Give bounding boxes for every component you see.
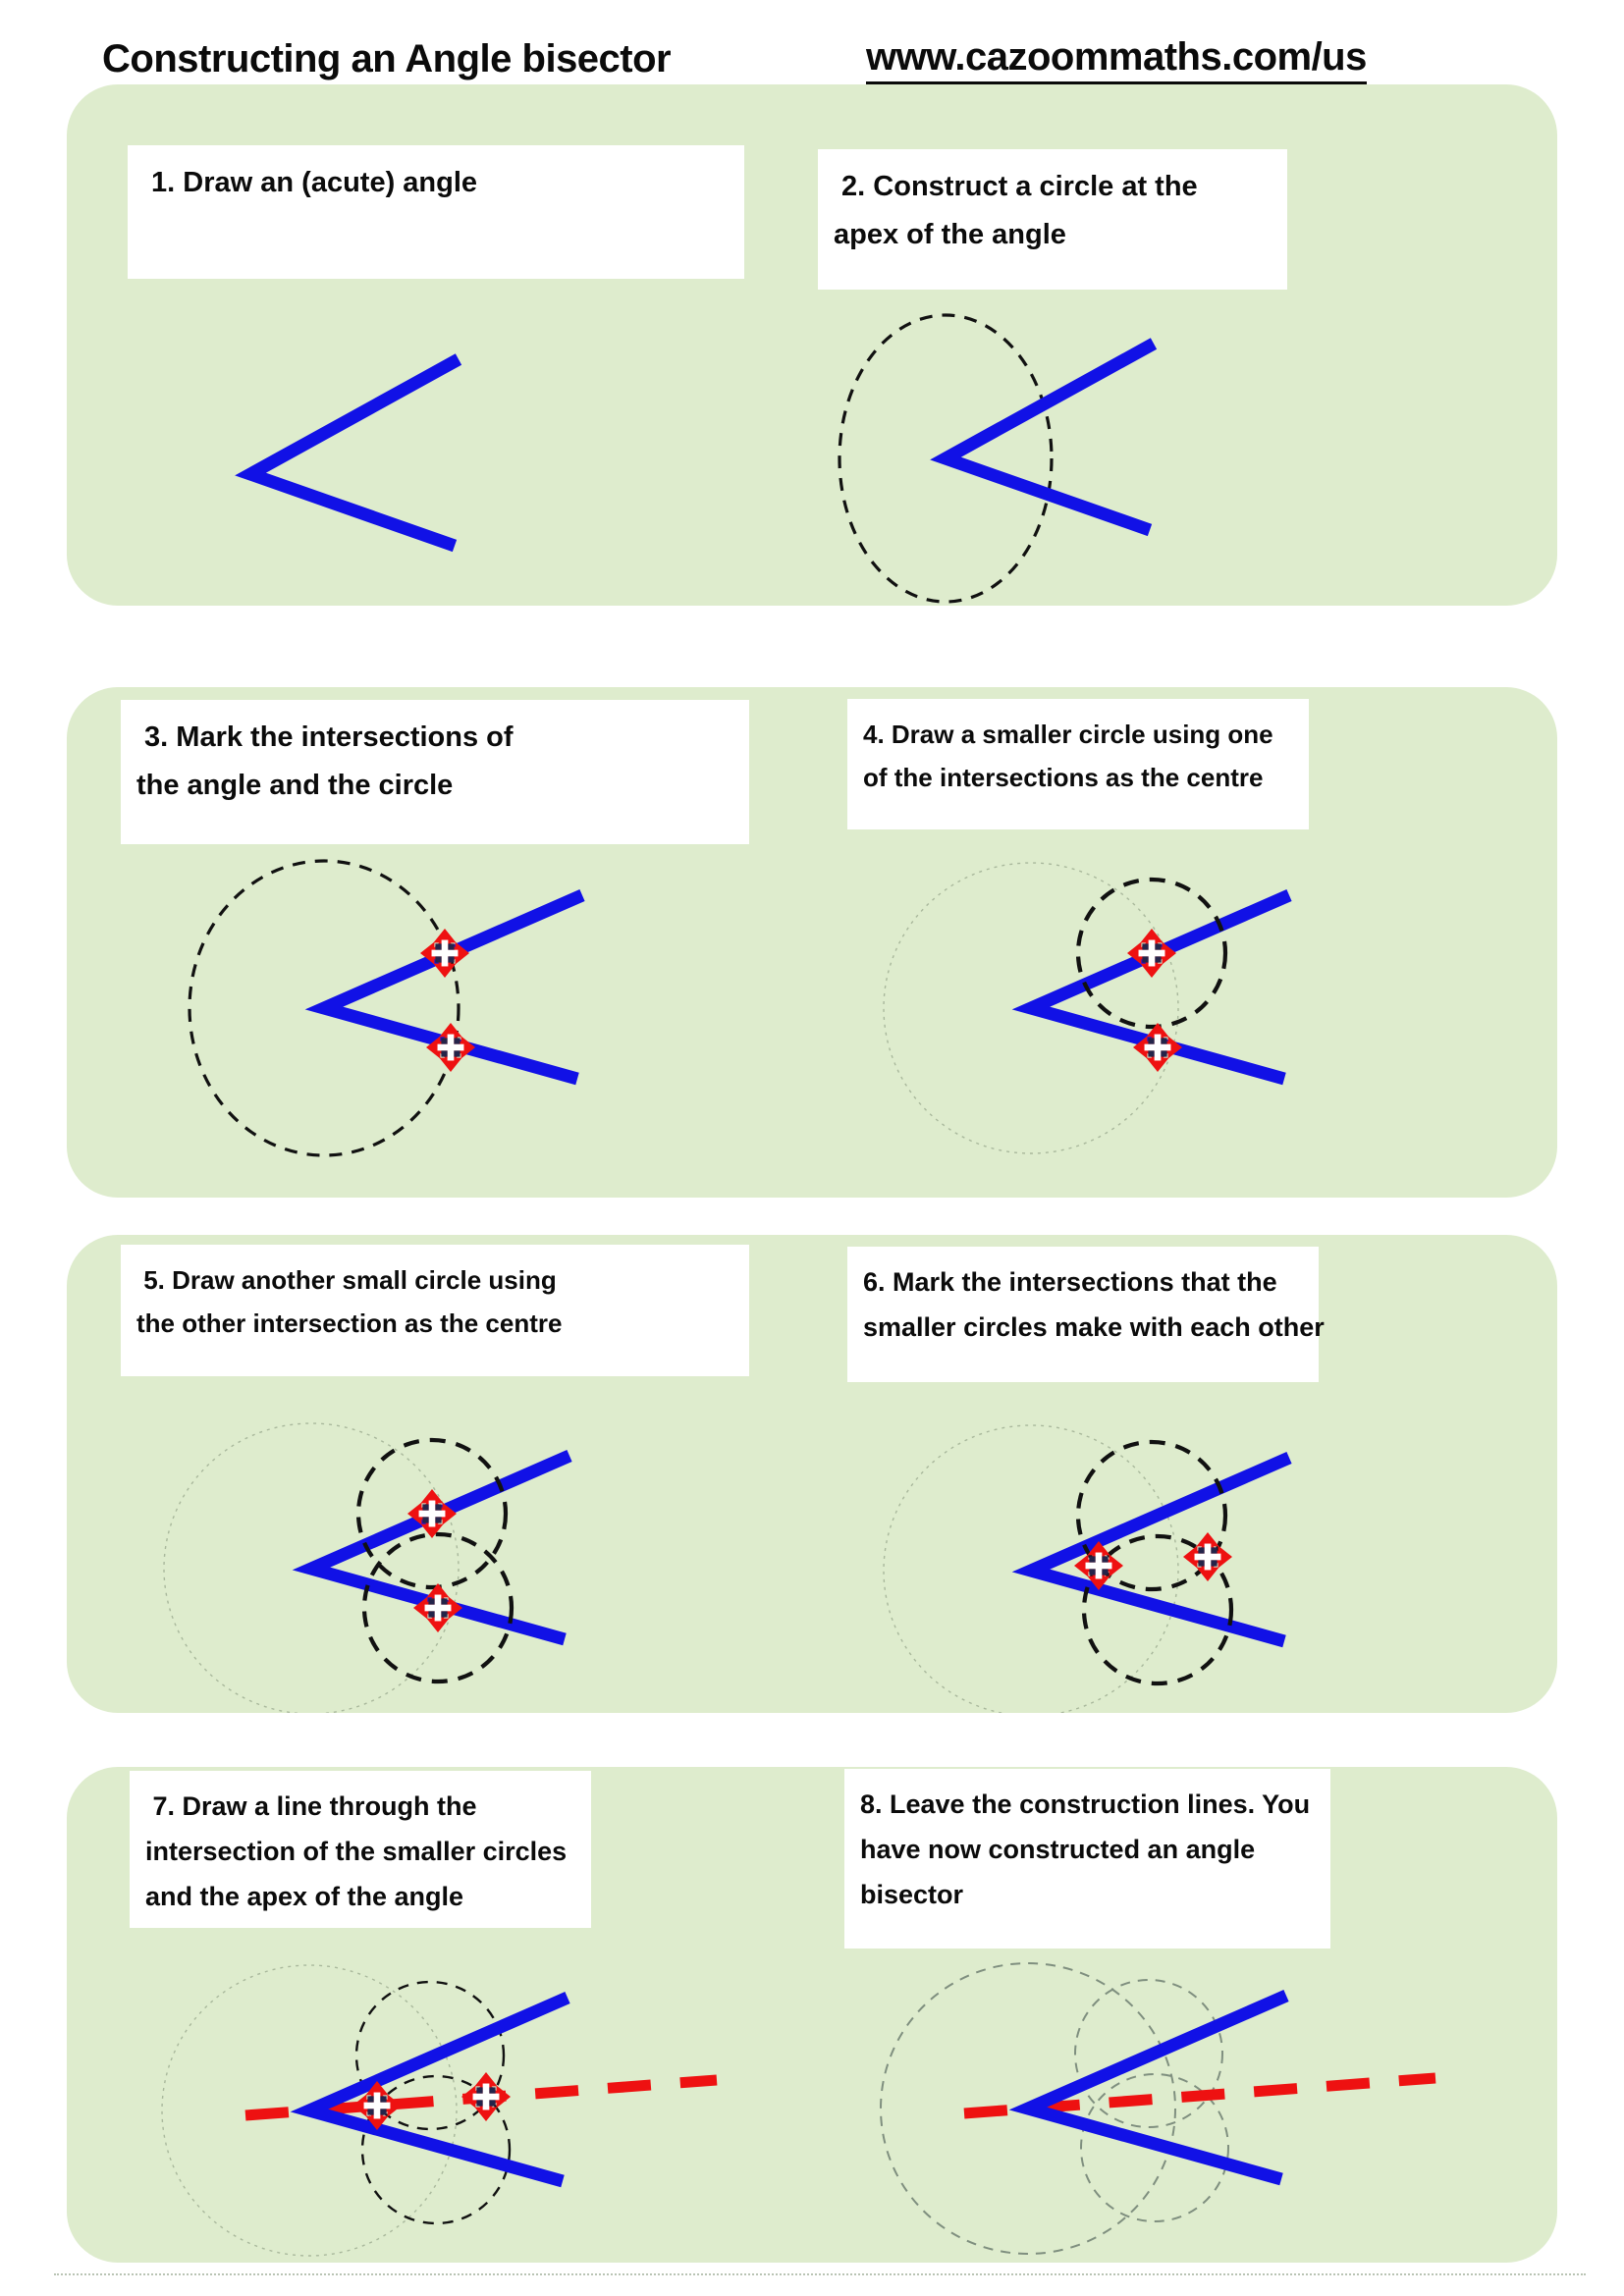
apex-circle bbox=[188, 859, 460, 1157]
step-8-instruction: 8. Leave the construction lines. You hav… bbox=[844, 1769, 1330, 1949]
angle-polyline bbox=[304, 889, 585, 1086]
angle-polyline bbox=[1011, 889, 1292, 1086]
apex-circle-faint bbox=[883, 862, 1179, 1154]
step-7-cell: 7. Draw a line through the intersection … bbox=[67, 1767, 812, 2263]
angle-polyline bbox=[292, 1450, 572, 1646]
intersection-marker-icon bbox=[420, 929, 469, 978]
small-circle-upper bbox=[1075, 1439, 1228, 1592]
apex-circle-faded bbox=[880, 1962, 1176, 2255]
intersection-marker-icon bbox=[461, 2072, 511, 2121]
step-4-cell: 4. Draw a smaller circle using one of th… bbox=[812, 687, 1557, 1198]
step-3-diagram bbox=[188, 859, 585, 1157]
small-circle-upper bbox=[355, 1437, 509, 1590]
intersection-marker-icon bbox=[1133, 1023, 1182, 1072]
apex-circle-faint bbox=[163, 1422, 460, 1713]
step-1-cell: 1. Draw an (acute) angle bbox=[67, 84, 812, 606]
step-5-diagram bbox=[163, 1422, 572, 1713]
step-5-instruction: 5. Draw another small circle using the o… bbox=[121, 1245, 749, 1376]
intersection-marker-icon bbox=[1127, 929, 1176, 978]
angle-polyline bbox=[930, 338, 1158, 537]
apex-circle-faint bbox=[883, 1424, 1179, 1713]
step-3-cell: 3. Mark the intersections of the angle a… bbox=[67, 687, 812, 1198]
angle-polyline bbox=[1011, 1452, 1292, 1648]
small-circle-upper-faded bbox=[1074, 1979, 1223, 2128]
intersection-marker-icon bbox=[1183, 1532, 1232, 1581]
panel-row-2: 3. Mark the intersections of the angle a… bbox=[67, 687, 1557, 1198]
angle-polyline bbox=[1008, 1990, 1289, 2186]
website-link[interactable]: www.cazoommaths.com/us bbox=[866, 35, 1367, 85]
panel-row-3: 5. Draw another small circle using the o… bbox=[67, 1235, 1557, 1713]
step-6-cell: 6. Mark the intersections that the small… bbox=[812, 1235, 1557, 1713]
page-title: Constructing an Angle bisector bbox=[102, 37, 672, 80]
small-circle-lower bbox=[1081, 1533, 1234, 1686]
intersection-marker-icon bbox=[407, 1489, 457, 1538]
small-circle-lower bbox=[361, 1531, 514, 1684]
step-2-instruction: 2. Construct a circle at the apex of the… bbox=[818, 149, 1287, 290]
apex-circle bbox=[838, 313, 1054, 604]
step-2-diagram bbox=[838, 313, 1158, 604]
small-circle-upper bbox=[354, 1980, 506, 2131]
step-7-diagram bbox=[161, 1964, 718, 2257]
small-circle-lower bbox=[360, 2074, 512, 2225]
step-8-diagram bbox=[880, 1962, 1436, 2255]
page-edge-line bbox=[54, 2273, 1586, 2275]
step-4-instruction: 4. Draw a smaller circle using one of th… bbox=[847, 699, 1309, 829]
step-1-instruction: 1. Draw an (acute) angle bbox=[128, 145, 744, 279]
panel-row-1: 1. Draw an (acute) angle 2. Construct a … bbox=[67, 84, 1557, 606]
step-5-cell: 5. Draw another small circle using the o… bbox=[67, 1235, 812, 1713]
intersection-marker-icon bbox=[426, 1023, 475, 1072]
step-7-instruction: 7. Draw a line through the intersection … bbox=[130, 1771, 591, 1928]
small-circle-upper bbox=[1075, 877, 1228, 1030]
angle-polyline bbox=[290, 1992, 570, 2188]
step-6-diagram bbox=[883, 1424, 1292, 1713]
step-1-diagram bbox=[235, 353, 462, 553]
step-3-instruction: 3. Mark the intersections of the angle a… bbox=[121, 700, 749, 844]
step-6-instruction: 6. Mark the intersections that the small… bbox=[847, 1247, 1325, 1382]
step-4-diagram bbox=[883, 862, 1292, 1154]
step-8-cell: 8. Leave the construction lines. You hav… bbox=[812, 1767, 1557, 2263]
small-circle-lower-faded bbox=[1080, 2073, 1229, 2222]
apex-circle-faint bbox=[161, 1964, 458, 2257]
intersection-marker-icon bbox=[413, 1583, 462, 1632]
angle-polyline bbox=[235, 353, 462, 553]
step-2-cell: 2. Construct a circle at the apex of the… bbox=[812, 84, 1557, 606]
panel-row-4: 7. Draw a line through the intersection … bbox=[67, 1767, 1557, 2263]
